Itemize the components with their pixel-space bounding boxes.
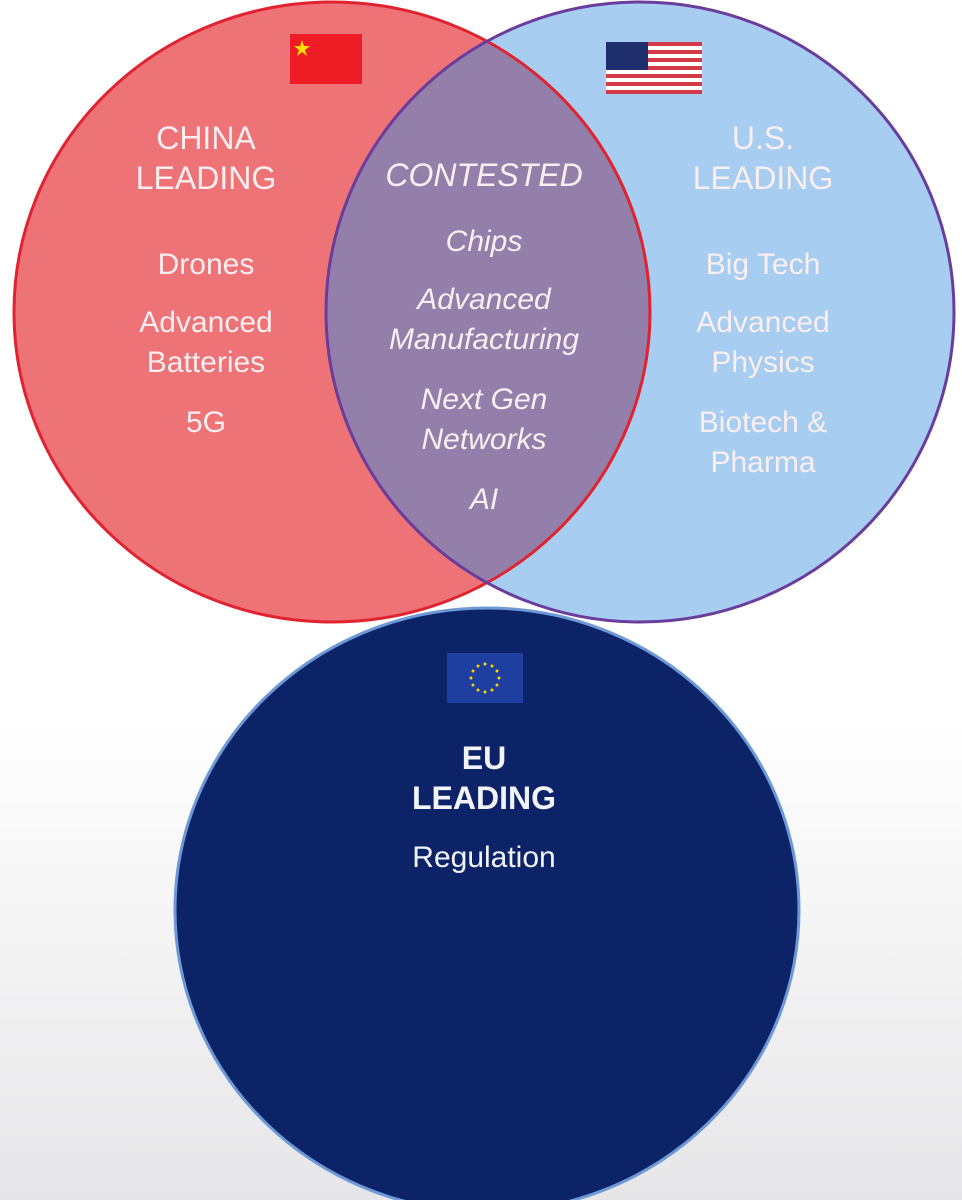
us-heading: U.S. LEADING [693,118,833,198]
us-items: Big Tech Advanced Physics Biotech & Phar… [696,245,829,483]
china-heading: CHINA LEADING [136,118,276,198]
contested-overlap [326,2,650,622]
china-item-5g: 5G [185,406,227,439]
china-flag-icon [290,34,362,84]
heading-line: U.S. [731,120,795,156]
eu-heading: EU LEADING [412,738,556,818]
china-item-drones: Drones [157,248,255,281]
china-items: Drones Advanced Batteries 5G [139,245,272,443]
us-item-biotech: Biotech & [698,406,828,439]
us-item-physics: Physics [711,346,815,379]
contested-heading: CONTESTED [385,157,583,193]
heading-line: CHINA [156,120,256,156]
contested-item-chips: Chips [445,225,523,258]
contested-item-next-gen: Next Gen [420,383,548,416]
contested-item-advanced: Advanced [417,283,551,316]
us-item-advanced: Advanced [696,306,830,339]
china-item-batteries: Batteries [146,346,266,379]
eu-item-regulation: Regulation [412,841,556,874]
us-item-big-tech: Big Tech [705,248,821,281]
china-item-advanced: Advanced [139,306,273,339]
contested-item-networks: Networks [421,423,547,456]
us-item-pharma: Pharma [710,446,816,479]
heading-line: EU [461,740,507,776]
eu-circle [173,606,801,1200]
contested-item-manufacturing: Manufacturing [388,323,580,356]
contested-items: Chips Advanced Manufacturing Next Gen Ne… [389,222,579,520]
eu-flag-icon [447,653,523,703]
us-flag-icon [606,42,702,94]
heading-line: LEADING [692,160,834,196]
contested-item-ai: AI [469,483,499,516]
heading-line: LEADING [412,780,556,816]
heading-line: LEADING [135,160,277,196]
